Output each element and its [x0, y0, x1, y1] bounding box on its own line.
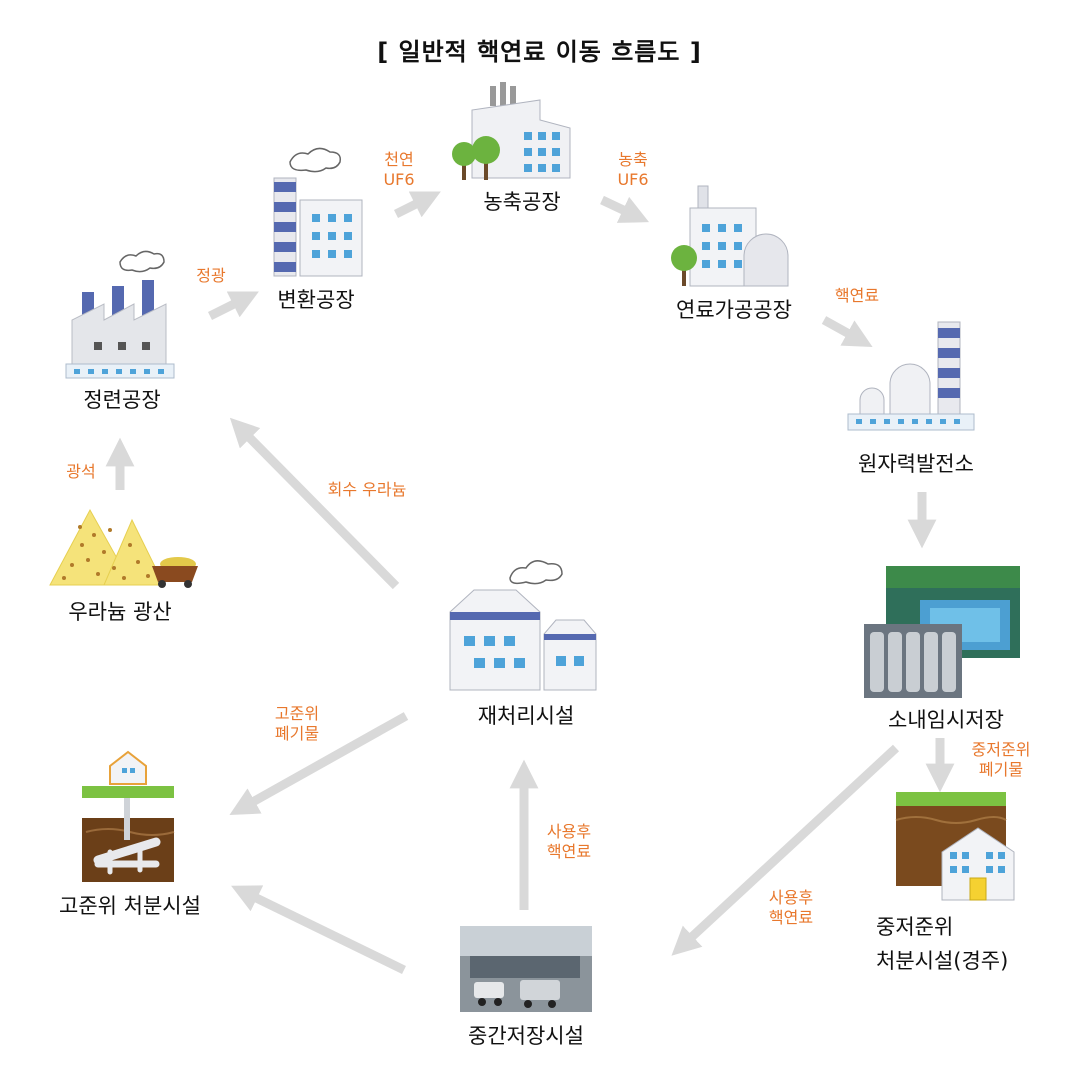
edge-label-enriched-uf6: 농축 UF6: [608, 150, 658, 190]
node-label-reprocessing: 재처리시설: [477, 704, 575, 728]
arrow-reprocessing-to-refining: [229, 417, 400, 590]
disposal-building-icon: [895, 792, 1015, 901]
edge-label-lilw-waste-line1: 중저준위: [971, 740, 1031, 759]
reprocessing-plant-icon: [449, 560, 597, 691]
edge-label-spent-fuel-interim-line2: 핵연료: [546, 842, 592, 861]
conversion-plant-icon: [273, 147, 363, 277]
ore-pile-icon: [49, 508, 198, 588]
fuel-fabrication-icon: [671, 185, 789, 287]
node-label-conversion: 변환공장: [277, 288, 355, 312]
arrow-fabrication-to-reactor: [821, 316, 873, 347]
arrow-reprocessing-to-hlw: [229, 712, 409, 816]
edge-label-hlw-waste-line1: 고준위: [274, 704, 320, 723]
arrow-enrichment-to-fabrication: [600, 195, 650, 223]
node-label-lilw-line1: 중저준위: [876, 915, 954, 939]
edge-label-recovered-uranium-line1: 회수 우라늄: [327, 480, 407, 499]
node-label-lilw-line2: 처분시설(경주): [876, 949, 1009, 973]
edge-label-spent-fuel-onsite: 사용후 핵연료: [756, 888, 826, 928]
node-label-refining: 정련공장: [83, 388, 161, 412]
node-label-reactor: 원자력발전소: [858, 452, 974, 476]
edge-label-hlw-waste-line2: 폐기물: [274, 724, 320, 743]
arrow-interim-to-hlw: [231, 885, 406, 975]
edge-label-enriched-uf6-line1: 농축: [618, 150, 648, 169]
edge-label-spent-fuel-onsite-line2: 핵연료: [768, 908, 814, 927]
arrows: [105, 191, 955, 975]
edge-label-lilw-waste-line2: 폐기물: [978, 760, 1024, 779]
power-plant-icon: [847, 321, 975, 431]
edge-label-concentrate: 정광: [186, 266, 236, 286]
edge-label-enriched-uf6-line2: UF6: [617, 170, 649, 189]
edge-label-natural-uf6-line1: 천연: [384, 150, 414, 169]
deep-repository-icon: [82, 750, 175, 882]
arrow-conversion-to-enrichment: [393, 191, 441, 219]
edge-label-spent-fuel-onsite-line1: 사용후: [768, 888, 814, 907]
edge-label-hlw-waste: 고준위 폐기물: [262, 704, 332, 744]
edge-label-ore-line1: 광석: [66, 462, 96, 481]
edge-label-lilw-waste: 중저준위 폐기물: [956, 740, 1046, 780]
factory-icon: [65, 250, 175, 379]
edge-label-natural-uf6-line2: UF6: [383, 170, 415, 189]
node-label-lilw-disposal: 중저준위 처분시설(경주): [876, 910, 1046, 978]
arrow-onsite-to-interim: [671, 744, 900, 956]
node-label-enrichment: 농축공장: [483, 190, 561, 214]
edge-label-nuclear-fuel-line1: 핵연료: [834, 286, 880, 305]
storage-photo-icon: [864, 566, 1020, 698]
arrow-refining-to-conversion: [207, 291, 259, 321]
edge-label-recovered-uranium: 회수 우라늄: [312, 480, 422, 500]
edge-label-spent-fuel-interim-line1: 사용후: [546, 822, 592, 841]
interim-photo-icon: [460, 926, 592, 1012]
node-label-fabrication: 연료가공공장: [676, 298, 792, 322]
node-label-interim-storage: 중간저장시설: [468, 1024, 584, 1048]
edge-label-spent-fuel-interim: 사용후 핵연료: [534, 822, 604, 862]
diagram-title: [ 일반적 핵연료 이동 흐름도 ]: [377, 38, 702, 66]
node-label-onsite-storage: 소내임시저장: [888, 708, 1004, 732]
node-label-hlw-disposal: 고준위 처분시설: [59, 894, 201, 918]
edge-label-concentrate-line1: 정광: [196, 266, 226, 285]
edge-label-natural-uf6: 천연 UF6: [374, 150, 424, 190]
edge-label-nuclear-fuel: 핵연료: [822, 286, 892, 306]
node-label-mine: 우라늄 광산: [68, 600, 172, 624]
edge-label-ore: 광석: [56, 462, 106, 482]
enrichment-plant-icon: [452, 82, 571, 180]
